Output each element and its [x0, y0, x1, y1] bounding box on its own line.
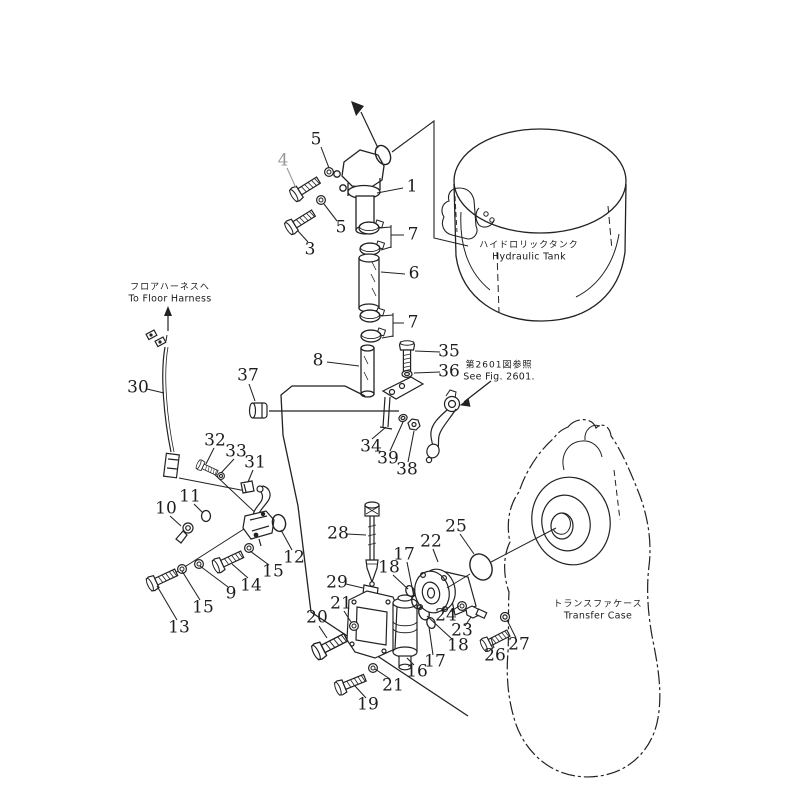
o-ring-part-2 [374, 144, 392, 166]
washer-15b [244, 542, 254, 554]
part-callout-18: 18 [378, 557, 400, 578]
part-callout-4: 4 [277, 150, 289, 171]
part-callout-17: 17 [424, 651, 446, 672]
top-reference-arrow [351, 101, 379, 149]
part-callout-5: 5 [310, 129, 322, 150]
hose-clamps-7-upper [358, 219, 386, 256]
bolt-14 [210, 546, 246, 575]
washer-21b [368, 662, 378, 674]
transfer-case-label-en: Transfer Case [563, 610, 633, 622]
part-callout-23: 23 [451, 620, 473, 641]
part-callout-38: 38 [396, 459, 418, 480]
part-callout-9: 9 [225, 583, 237, 604]
bolt-20 [309, 628, 351, 663]
washer-5a [324, 167, 334, 177]
lever-group-drawing [157, 472, 287, 585]
wire-30-drawing [145, 306, 247, 492]
part-callout-20: 20 [306, 607, 328, 628]
see-fig-label-en: See Fig. 2601. [463, 371, 535, 383]
pump-22-drawing [414, 568, 477, 616]
washer-15a [177, 563, 187, 575]
part-callout-7: 7 [407, 224, 419, 245]
floor-harness-label-jp: フロアハーネスへ [130, 282, 210, 293]
part-callout-3: 3 [304, 239, 316, 260]
hydraulic-tank-label-en: Hydraulic Tank [492, 251, 566, 263]
washer-36 [401, 370, 413, 379]
part-callout-28: 28 [327, 523, 349, 544]
plug-23 [465, 605, 488, 620]
part-callout-21: 21 [382, 675, 404, 696]
part-callout-34: 34 [360, 436, 382, 457]
washer-21a [349, 620, 359, 632]
bolt-35 [398, 340, 416, 373]
part-callout-30: 30 [127, 377, 149, 398]
transfer-case-drawing [504, 419, 661, 778]
part-callout-7: 7 [407, 312, 419, 333]
part-callout-5: 5 [335, 217, 347, 238]
see-fig-arrow [459, 380, 492, 407]
elbow-fitting-drawing [333, 149, 385, 200]
nut-38 [407, 418, 421, 431]
hydraulic-tank-label-jp: ハイドロリックタンク [479, 240, 579, 251]
part-callout-14: 14 [240, 575, 262, 596]
hydraulic-tank-drawing [441, 128, 627, 322]
spool-28-drawing [364, 501, 380, 587]
floor-harness-label-en: To Floor Harness [128, 293, 212, 305]
part-callout-24: 24 [435, 605, 457, 626]
part-callout-18: 18 [447, 635, 469, 656]
pump-mount-lines [446, 527, 557, 589]
part-callout-19: 19 [357, 694, 379, 715]
bracket-34-drawing [379, 376, 425, 430]
hose-clamps-7-lower [359, 307, 387, 343]
see-fig-label-jp: 第2601図参照 [465, 360, 533, 371]
floor-harness-annotation: フロアハーネスへ To Floor Harness [129, 282, 212, 307]
o-ring-25 [469, 553, 493, 581]
valve-body-16-drawing [346, 584, 418, 671]
washer-39 [398, 413, 408, 423]
part-callout-35: 35 [438, 341, 460, 362]
transfer-case-annotation: トランスファケース Transfer Case [553, 599, 642, 624]
part-callout-8: 8 [312, 350, 324, 371]
part-callout-32: 32 [204, 430, 226, 451]
tank-detail-pointer-line [391, 119, 469, 247]
part-callout-10: 10 [155, 498, 177, 519]
hose-fitting-see-fig [425, 389, 461, 464]
part-callout-21: 21 [330, 593, 352, 614]
part-callout-1: 1 [406, 176, 418, 197]
part-callout-31: 31 [244, 452, 266, 473]
part-callout-15: 15 [192, 597, 214, 618]
part-callout-36: 36 [438, 361, 460, 382]
part-callout-22: 22 [420, 531, 442, 552]
hose-6-drawing [358, 253, 380, 313]
part-callout-27: 27 [508, 634, 530, 655]
part-callout-29: 29 [326, 572, 348, 593]
washer-27 [499, 611, 511, 623]
leader-lines [146, 146, 517, 699]
bolt-3 [282, 206, 319, 237]
part-callout-16: 16 [406, 661, 428, 682]
bolt-13 [144, 564, 180, 593]
part-callout-6: 6 [408, 263, 420, 284]
part-callout-11: 11 [179, 486, 201, 507]
part-callout-26: 26 [484, 645, 506, 666]
part-callout-17: 17 [393, 544, 415, 565]
washer-33 [217, 472, 225, 480]
transfer-case-label-jp: トランスファケース [553, 599, 643, 610]
part-callout-37: 37 [237, 365, 259, 386]
tube-8-drawing [360, 344, 375, 398]
control-rod-drawing [269, 385, 469, 717]
part-callout-25: 25 [445, 516, 467, 537]
see-fig-annotation: 第2601図参照 See Fig. 2601. [463, 360, 535, 385]
part-callout-39: 39 [377, 448, 399, 469]
part-callout-33: 33 [225, 441, 247, 462]
ferrule-37 [248, 402, 268, 419]
part-callout-15: 15 [262, 561, 284, 582]
hydraulic-tank-annotation: ハイドロリックタンク Hydraulic Tank [479, 240, 578, 265]
part-callout-13: 13 [168, 617, 190, 638]
part-callout-12: 12 [283, 547, 305, 568]
bolt-19 [332, 670, 369, 698]
washer-5b [316, 195, 326, 205]
